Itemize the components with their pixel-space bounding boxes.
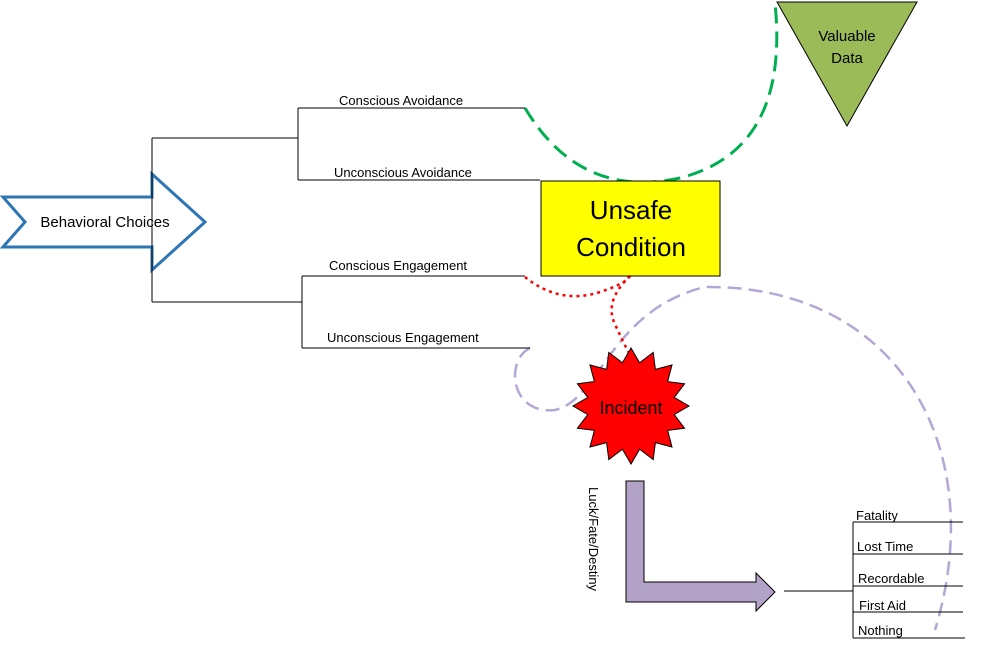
condition-to-incident-connector [610, 275, 632, 356]
outcome-fatality: Fatality [856, 508, 898, 523]
branch-label-unconscious-avoidance: Unconscious Avoidance [334, 165, 472, 180]
decision-tree [151, 107, 540, 349]
behavioral-choices-arrow: Behavioral Choices [0, 170, 208, 274]
behavioral-choices-label: Behavioral Choices [40, 214, 169, 231]
outcome-first-aid: First Aid [859, 598, 906, 613]
avoidance-to-data-connector [523, 2, 779, 184]
branch-label-unconscious-engagement: Unconscious Engagement [327, 330, 479, 345]
outcomes-bracket [784, 521, 965, 639]
outcome-nothing: Nothing [858, 623, 903, 638]
outcome-recordable: Recordable [858, 571, 925, 586]
valuable-data-triangle: Valuable Data [776, 1, 918, 128]
incident-label: Incident [599, 398, 662, 418]
branch-label-conscious-engagement: Conscious Engagement [329, 258, 467, 273]
engagement-to-condition-connector [524, 275, 632, 298]
valuable-data-line2: Data [831, 50, 863, 67]
valuable-data-line1: Valuable [818, 28, 875, 45]
luck-bent-arrow [625, 480, 776, 613]
unsafe-condition-box: Unsafe Condition [540, 180, 721, 277]
outcome-lost-time: Lost Time [857, 539, 913, 554]
branch-label-conscious-avoidance: Conscious Avoidance [339, 93, 463, 108]
luck-fate-destiny-label: Luck/Fate/Destiny [586, 487, 601, 592]
engagement-to-outcomes-connector [513, 285, 953, 631]
unsafe-condition-line1: Unsafe [590, 195, 672, 225]
incident-starburst: Incident [572, 347, 690, 465]
unsafe-condition-line2: Condition [576, 232, 686, 262]
